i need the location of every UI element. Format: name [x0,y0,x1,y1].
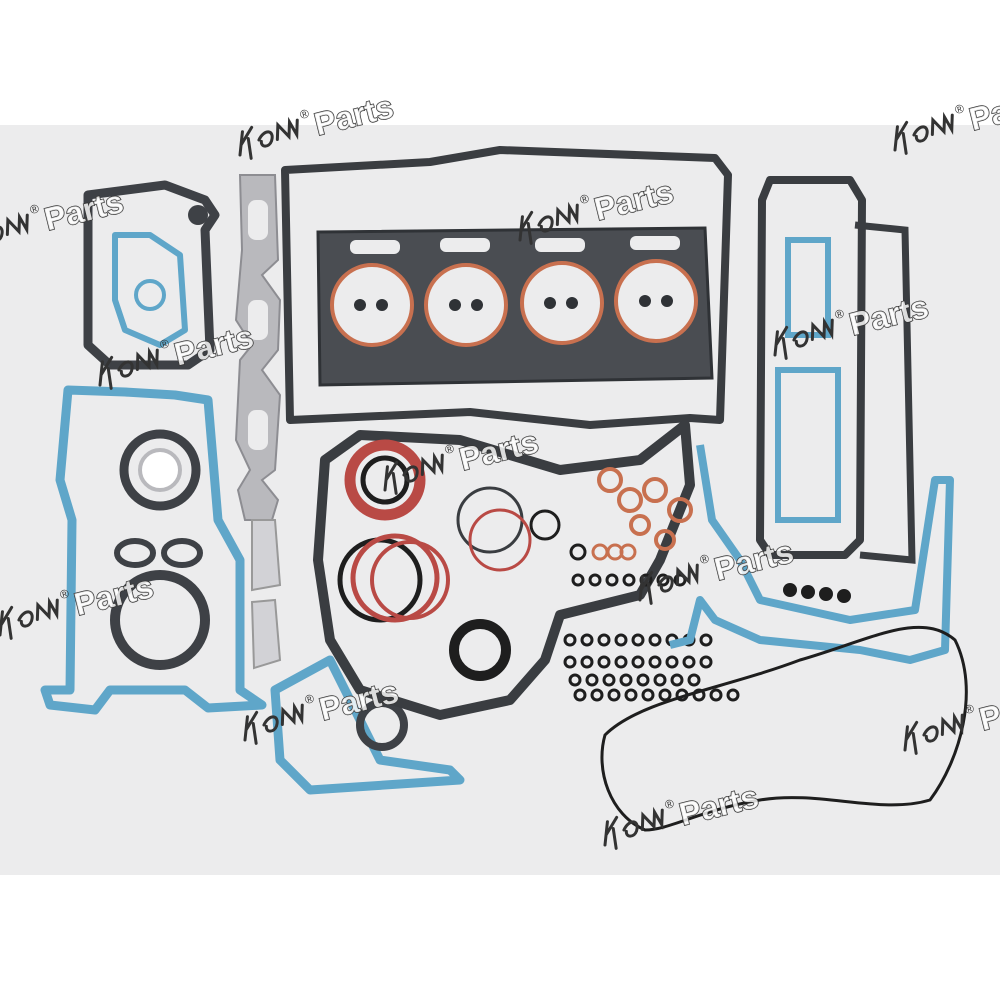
yem-logo-mark [238,116,299,160]
small-o-ring [656,573,670,587]
small-o-ring [607,688,621,702]
small-o-ring [563,655,577,669]
registered-mark: ® [303,691,315,707]
small-o-ring [568,673,582,687]
registered-mark: ® [578,191,590,207]
registered-mark: ® [28,201,40,217]
small-o-ring [631,655,645,669]
small-o-ring [619,673,633,687]
yem-logo-mark [243,701,304,745]
small-o-ring [580,655,594,669]
small-o-ring [692,688,706,702]
yem-logo-mark [0,596,59,640]
yem-logo-mark [518,201,579,245]
small-o-ring [602,673,616,687]
small-o-rings [563,573,740,702]
front-cover-gasket [40,385,267,715]
registered-mark: ® [953,101,965,117]
small-o-ring [631,633,645,647]
small-o-ring [709,688,723,702]
exhaust-manifold-gasket [234,174,282,521]
small-o-ring [563,633,577,647]
small-o-ring [665,655,679,669]
registered-mark: ® [698,551,710,567]
small-o-ring [687,673,701,687]
small-o-ring [624,688,638,702]
valve-cover-gasket [281,146,732,429]
small-o-ring [622,573,636,587]
small-o-ring [673,573,687,587]
rubber-loop-seal [600,625,968,832]
small-o-ring [653,673,667,687]
small-o-ring [641,688,655,702]
small-o-ring [614,633,628,647]
yem-logo-mark [383,451,444,495]
small-o-ring [682,655,696,669]
small-o-ring [726,688,740,702]
registered-mark: ® [663,796,675,812]
small-o-ring [571,573,585,587]
small-o-ring [670,673,684,687]
small-o-ring [636,673,650,687]
registered-mark: ® [443,441,455,457]
registered-mark: ® [298,106,310,122]
small-o-ring [573,688,587,702]
head-gasket [316,226,714,387]
yem-logo-mark [773,316,834,360]
small-o-ring [585,673,599,687]
registered-mark: ® [833,306,845,322]
small-o-ring [648,655,662,669]
registered-mark: ® [158,336,170,352]
small-o-ring [597,655,611,669]
blue-lower-gasket [270,655,465,795]
small-o-ring [658,688,672,702]
yem-logo-mark [903,711,964,755]
rear-blue-gasket [669,444,954,664]
small-steel-gaskets [250,519,282,670]
small-o-ring [597,633,611,647]
yem-logo-mark [603,806,664,850]
small-o-ring [699,655,713,669]
oil-pan-gasket [313,420,695,720]
small-o-ring [590,688,604,702]
yem-logo-mark [893,111,954,155]
registered-mark: ® [963,701,975,717]
timing-cover-gasket [83,180,220,370]
yem-logo-mark [98,346,159,390]
small-o-ring [699,633,713,647]
small-o-ring [588,573,602,587]
yem-logo-mark [638,561,699,605]
small-o-ring [605,573,619,587]
small-o-ring [648,633,662,647]
seals-and-o-rings [337,439,693,681]
small-o-ring [614,655,628,669]
registered-mark: ® [58,586,70,602]
small-o-ring [580,633,594,647]
